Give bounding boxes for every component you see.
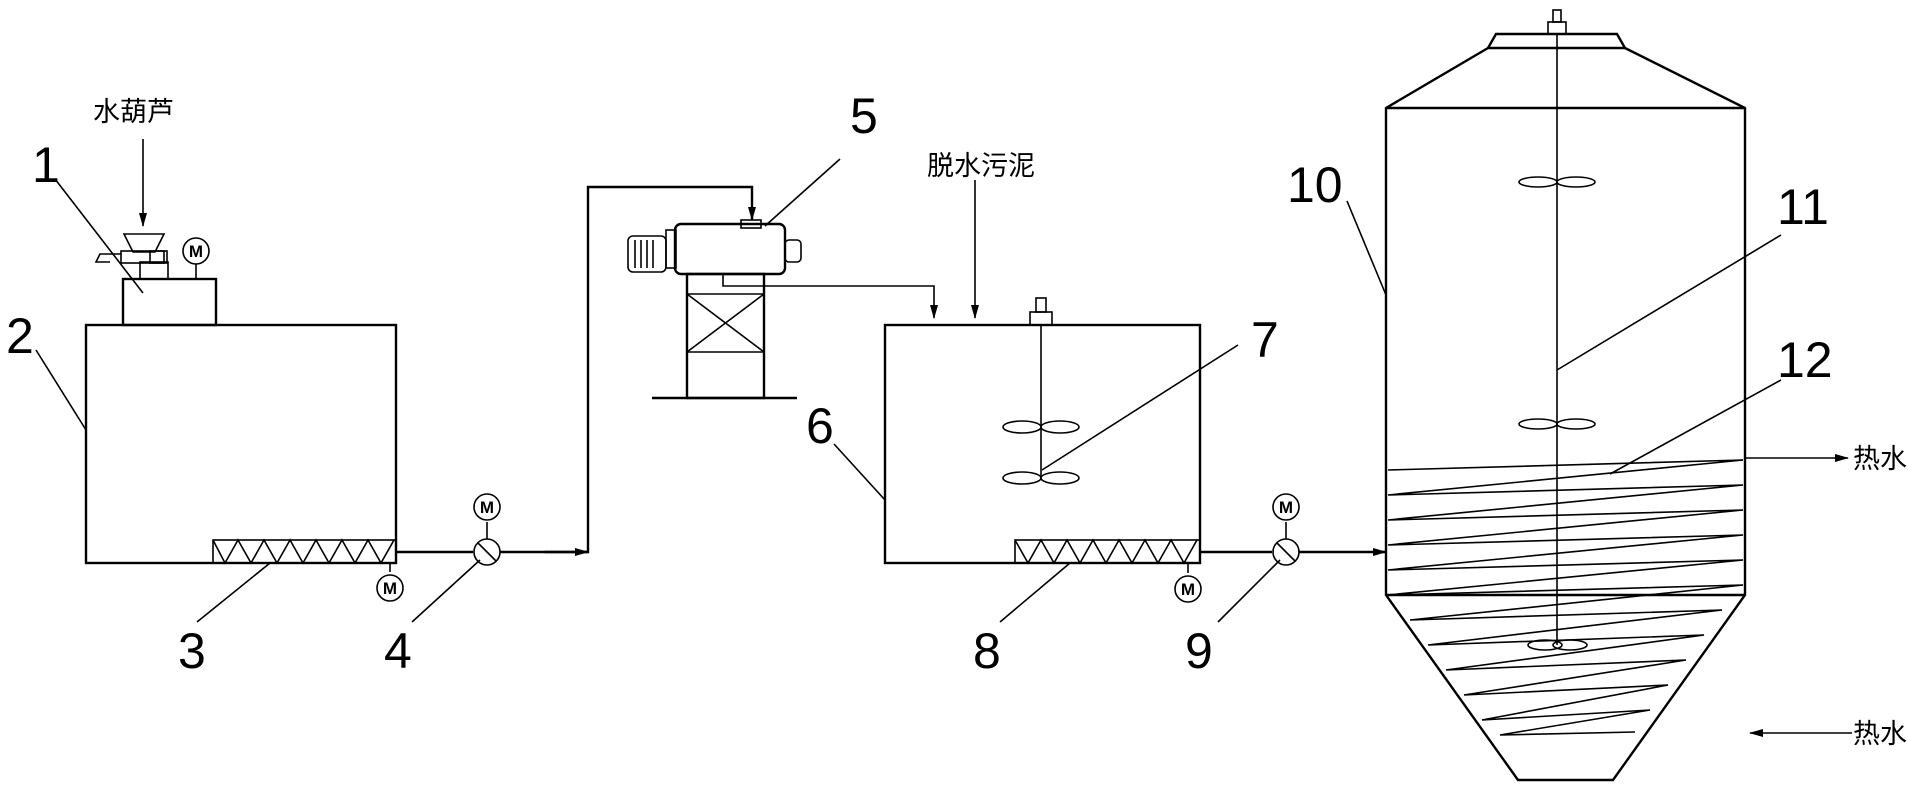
label-9: 9	[1185, 623, 1213, 679]
svg-text:M: M	[189, 242, 203, 261]
mixing-tank-6: M	[883, 297, 1202, 603]
label-3: 3	[178, 623, 206, 679]
label-12: 12	[1777, 332, 1833, 388]
pump-9: M	[1272, 493, 1300, 566]
label-11: 11	[1777, 179, 1829, 235]
screw-conveyor-8: M	[1014, 538, 1202, 603]
motor-icon	[473, 493, 501, 521]
svg-text:M: M	[1279, 498, 1293, 517]
motor-symbol: M	[383, 579, 397, 598]
pipe	[722, 274, 938, 319]
label-1: 1	[32, 137, 60, 193]
label-8: 8	[973, 623, 1001, 679]
motor-icon	[376, 574, 404, 602]
svg-text:M: M	[480, 498, 494, 517]
label-5: 5	[850, 88, 878, 144]
dewatering-machine-5	[627, 219, 802, 400]
svg-text:M: M	[1181, 580, 1195, 599]
leader-lines	[35, 158, 1782, 623]
hot-water-out-label: 热水出水	[1853, 444, 1908, 475]
crusher-1: M	[94, 233, 218, 327]
anaerobic-reactor-10	[1384, 9, 1747, 782]
motor-icon	[1272, 493, 1300, 521]
heating-coil-12	[1387, 459, 1744, 736]
label-2: 2	[6, 308, 34, 364]
pump-4: M	[473, 493, 501, 566]
storage-tank-2: M	[84, 323, 404, 602]
hot-water-in-label: 热水进水	[1853, 719, 1908, 750]
label-7: 7	[1251, 312, 1279, 368]
sludge-input-label: 脱水污泥	[927, 151, 1035, 182]
label-6: 6	[806, 398, 834, 454]
motor-icon	[182, 237, 210, 265]
pipe	[500, 185, 756, 554]
feed-input-label: 水葫芦	[93, 97, 174, 128]
agitator-motor	[1029, 311, 1053, 326]
motor-icon	[1174, 575, 1202, 603]
label-4: 4	[384, 623, 412, 679]
screw-conveyor-3: M	[212, 538, 404, 602]
label-10: 10	[1287, 157, 1343, 213]
